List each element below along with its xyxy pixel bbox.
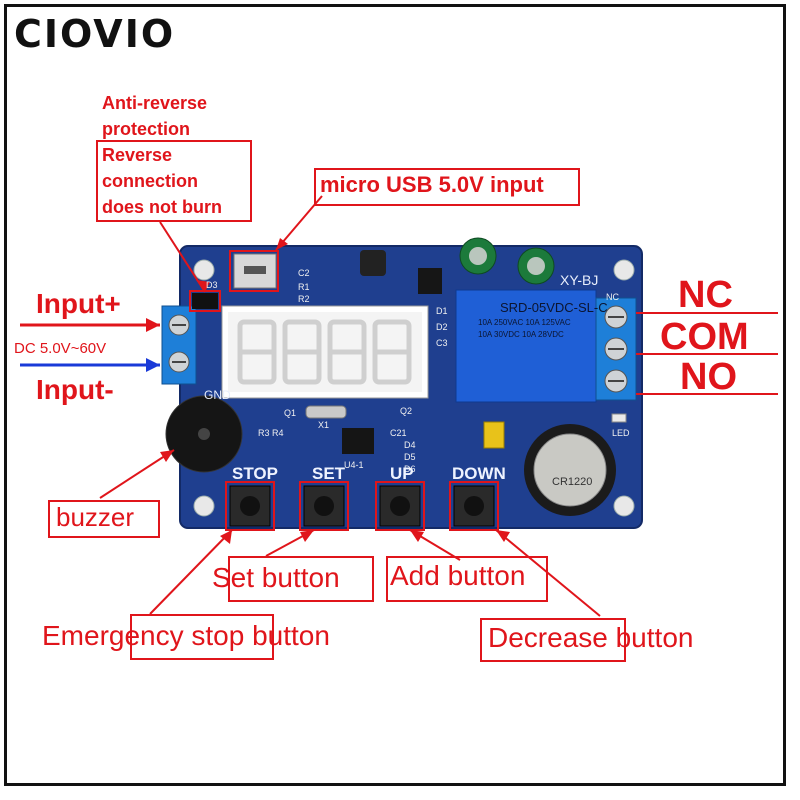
status-led <box>611 413 627 423</box>
anti-line-2: protection <box>102 119 190 139</box>
buzzer-label: buzzer <box>56 502 135 532</box>
gnd-label: GND <box>204 388 231 402</box>
comp-r3: R3 <box>258 428 270 438</box>
add-button-label: Add button <box>390 560 526 591</box>
board-model-label: XY-BJ <box>560 272 599 288</box>
comp-led: LED <box>612 428 630 438</box>
stop-label: STOP <box>232 464 278 483</box>
tantalum-capacitor <box>483 421 505 449</box>
mount-hole-tr <box>613 259 635 281</box>
dc-range-label: DC 5.0V~60V <box>14 340 107 357</box>
emergency-stop-box <box>130 614 274 660</box>
comp-d3: D3 <box>206 280 218 290</box>
image-frame <box>4 4 786 786</box>
set-button-label: Set button <box>212 562 340 593</box>
comp-c21: C21 <box>390 428 407 438</box>
ic-u4 <box>342 428 374 454</box>
set-button-box <box>228 556 374 602</box>
comp-nc: NC <box>606 292 619 302</box>
down-label: DOWN <box>452 464 506 483</box>
brand-logo: CIOVIO <box>14 12 176 56</box>
mount-hole-br <box>613 495 635 517</box>
comp-d5: D5 <box>404 452 416 462</box>
anti-reverse-box <box>96 140 252 222</box>
crystal <box>305 405 347 419</box>
relay-rating-1: 10A 250VAC 10A 125VAC <box>478 318 571 327</box>
micro-usb-label: micro USB 5.0V input <box>320 172 544 197</box>
relay-model: SRD-05VDC-SL-C <box>500 300 608 315</box>
com-label: COM <box>660 316 749 358</box>
nc-label: NC <box>678 274 733 316</box>
add-button-box <box>386 556 548 602</box>
anti-line-3: Reverse <box>102 145 173 165</box>
comp-r2: R2 <box>298 294 310 304</box>
comp-c3: C3 <box>436 338 448 348</box>
comp-d2: D2 <box>436 322 448 332</box>
buzzer-box <box>48 500 160 538</box>
comp-r4: R4 <box>272 428 284 438</box>
set-label: SET <box>312 464 346 483</box>
up-label: UP <box>390 464 414 483</box>
comp-u4: U4-1 <box>344 460 364 470</box>
comp-x1: X1 <box>318 420 330 430</box>
input-plus-label: Input+ <box>36 288 121 319</box>
battery-label: CR1220 <box>552 476 593 488</box>
comp-r1: R1 <box>298 282 310 292</box>
comp-q2: Q2 <box>400 406 413 416</box>
comp-d1: D1 <box>436 306 448 316</box>
comp-c2: C2 <box>298 268 310 278</box>
inductor <box>360 250 386 276</box>
decrease-label: Decrease button <box>488 622 694 653</box>
anti-line-1: Anti-reverse <box>102 93 208 113</box>
relay-rating-2: 10A 30VDC 10A 28VDC <box>478 330 564 339</box>
input-minus-label: Input- <box>36 374 114 405</box>
ic-chip <box>418 268 442 294</box>
anti-line-5: does not burn <box>102 197 222 217</box>
down-switch <box>453 485 495 527</box>
micro-usb-box <box>314 168 580 206</box>
protection-diode <box>192 293 218 309</box>
comp-d4: D4 <box>404 440 416 450</box>
relay <box>455 289 597 403</box>
emergency-stop-label: Emergency stop button <box>42 620 330 651</box>
mount-hole-bl <box>193 495 215 517</box>
decrease-box <box>480 618 626 662</box>
comp-q1: Q1 <box>284 408 297 418</box>
no-label: NO <box>680 356 737 398</box>
anti-reverse-label: Anti-reverse protection Reverse connecti… <box>102 90 222 220</box>
mount-hole-tl <box>193 259 215 281</box>
comp-d6: D6 <box>404 464 416 474</box>
anti-line-4: connection <box>102 171 199 191</box>
